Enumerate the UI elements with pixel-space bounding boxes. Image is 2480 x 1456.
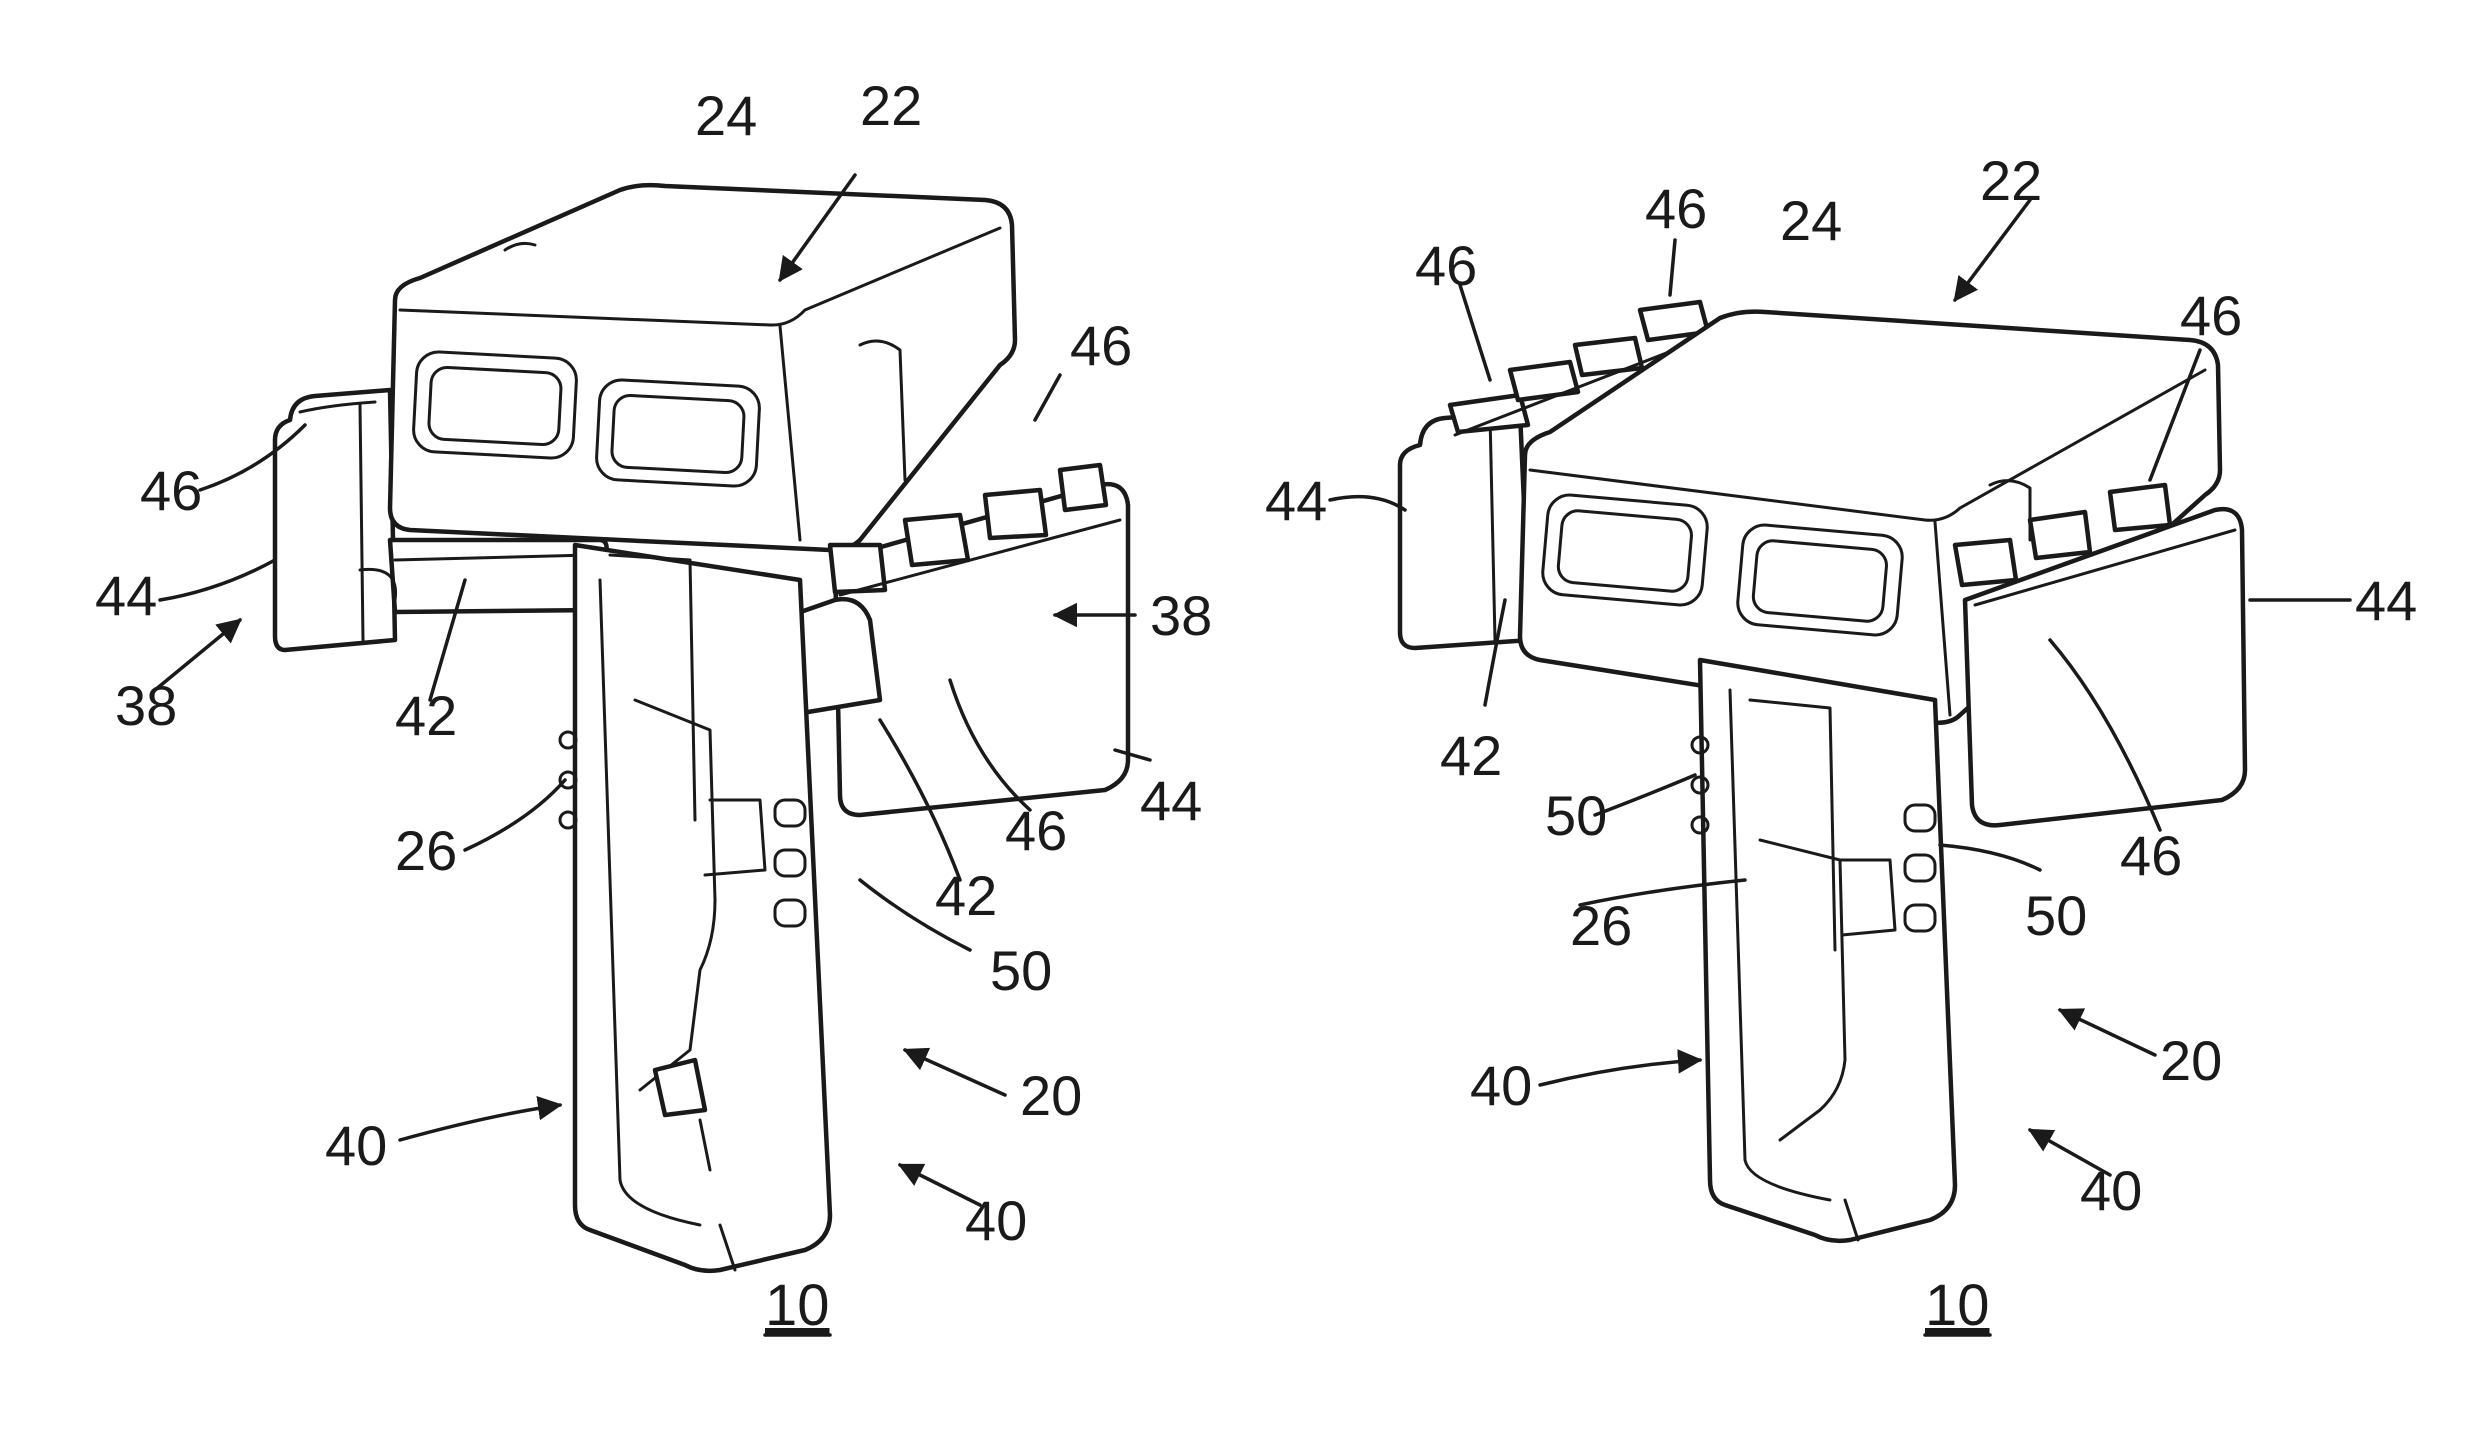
label-38: 38 (1150, 584, 1212, 647)
label-40: 40 (965, 1189, 1027, 1252)
label-46: 46 (1415, 234, 1477, 297)
label-50: 50 (2025, 884, 2087, 947)
label-50: 50 (1545, 784, 1607, 847)
label-46: 46 (2120, 824, 2182, 887)
label-46: 46 (2180, 284, 2242, 347)
label-24: 24 (1780, 189, 1842, 252)
right-view: 46 46 24 22 46 44 44 42 50 26 50 46 20 4… (1265, 149, 2417, 1338)
label-40: 40 (1470, 1054, 1532, 1117)
label-44: 44 (1265, 469, 1327, 532)
label-46: 46 (1005, 799, 1067, 862)
label-46: 46 (1645, 177, 1707, 240)
label-42: 42 (395, 684, 457, 747)
figure-number: 10 (1925, 1273, 1990, 1338)
right-view-stem (1692, 660, 1955, 1241)
label-20: 20 (2160, 1029, 2222, 1092)
label-46: 46 (140, 459, 202, 522)
label-46: 46 (1070, 314, 1132, 377)
figure-number: 10 (765, 1273, 830, 1338)
left-view: 24 22 46 46 44 38 42 38 44 46 42 26 50 2… (95, 74, 1212, 1338)
label-42: 42 (1440, 724, 1502, 787)
label-42: 42 (935, 864, 997, 927)
label-22: 22 (860, 74, 922, 137)
left-view-top-housing (390, 185, 1015, 550)
label-44: 44 (2355, 569, 2417, 632)
label-38: 38 (115, 674, 177, 737)
label-20: 20 (1020, 1064, 1082, 1127)
label-22: 22 (1980, 149, 2042, 212)
label-40: 40 (325, 1114, 387, 1177)
label-44: 44 (1140, 769, 1202, 832)
label-44: 44 (95, 564, 157, 627)
left-view-stem (560, 545, 830, 1271)
label-40: 40 (2080, 1159, 2142, 1222)
label-24: 24 (695, 84, 757, 147)
label-26: 26 (1570, 894, 1632, 957)
label-26: 26 (395, 819, 457, 882)
label-50: 50 (990, 939, 1052, 1002)
